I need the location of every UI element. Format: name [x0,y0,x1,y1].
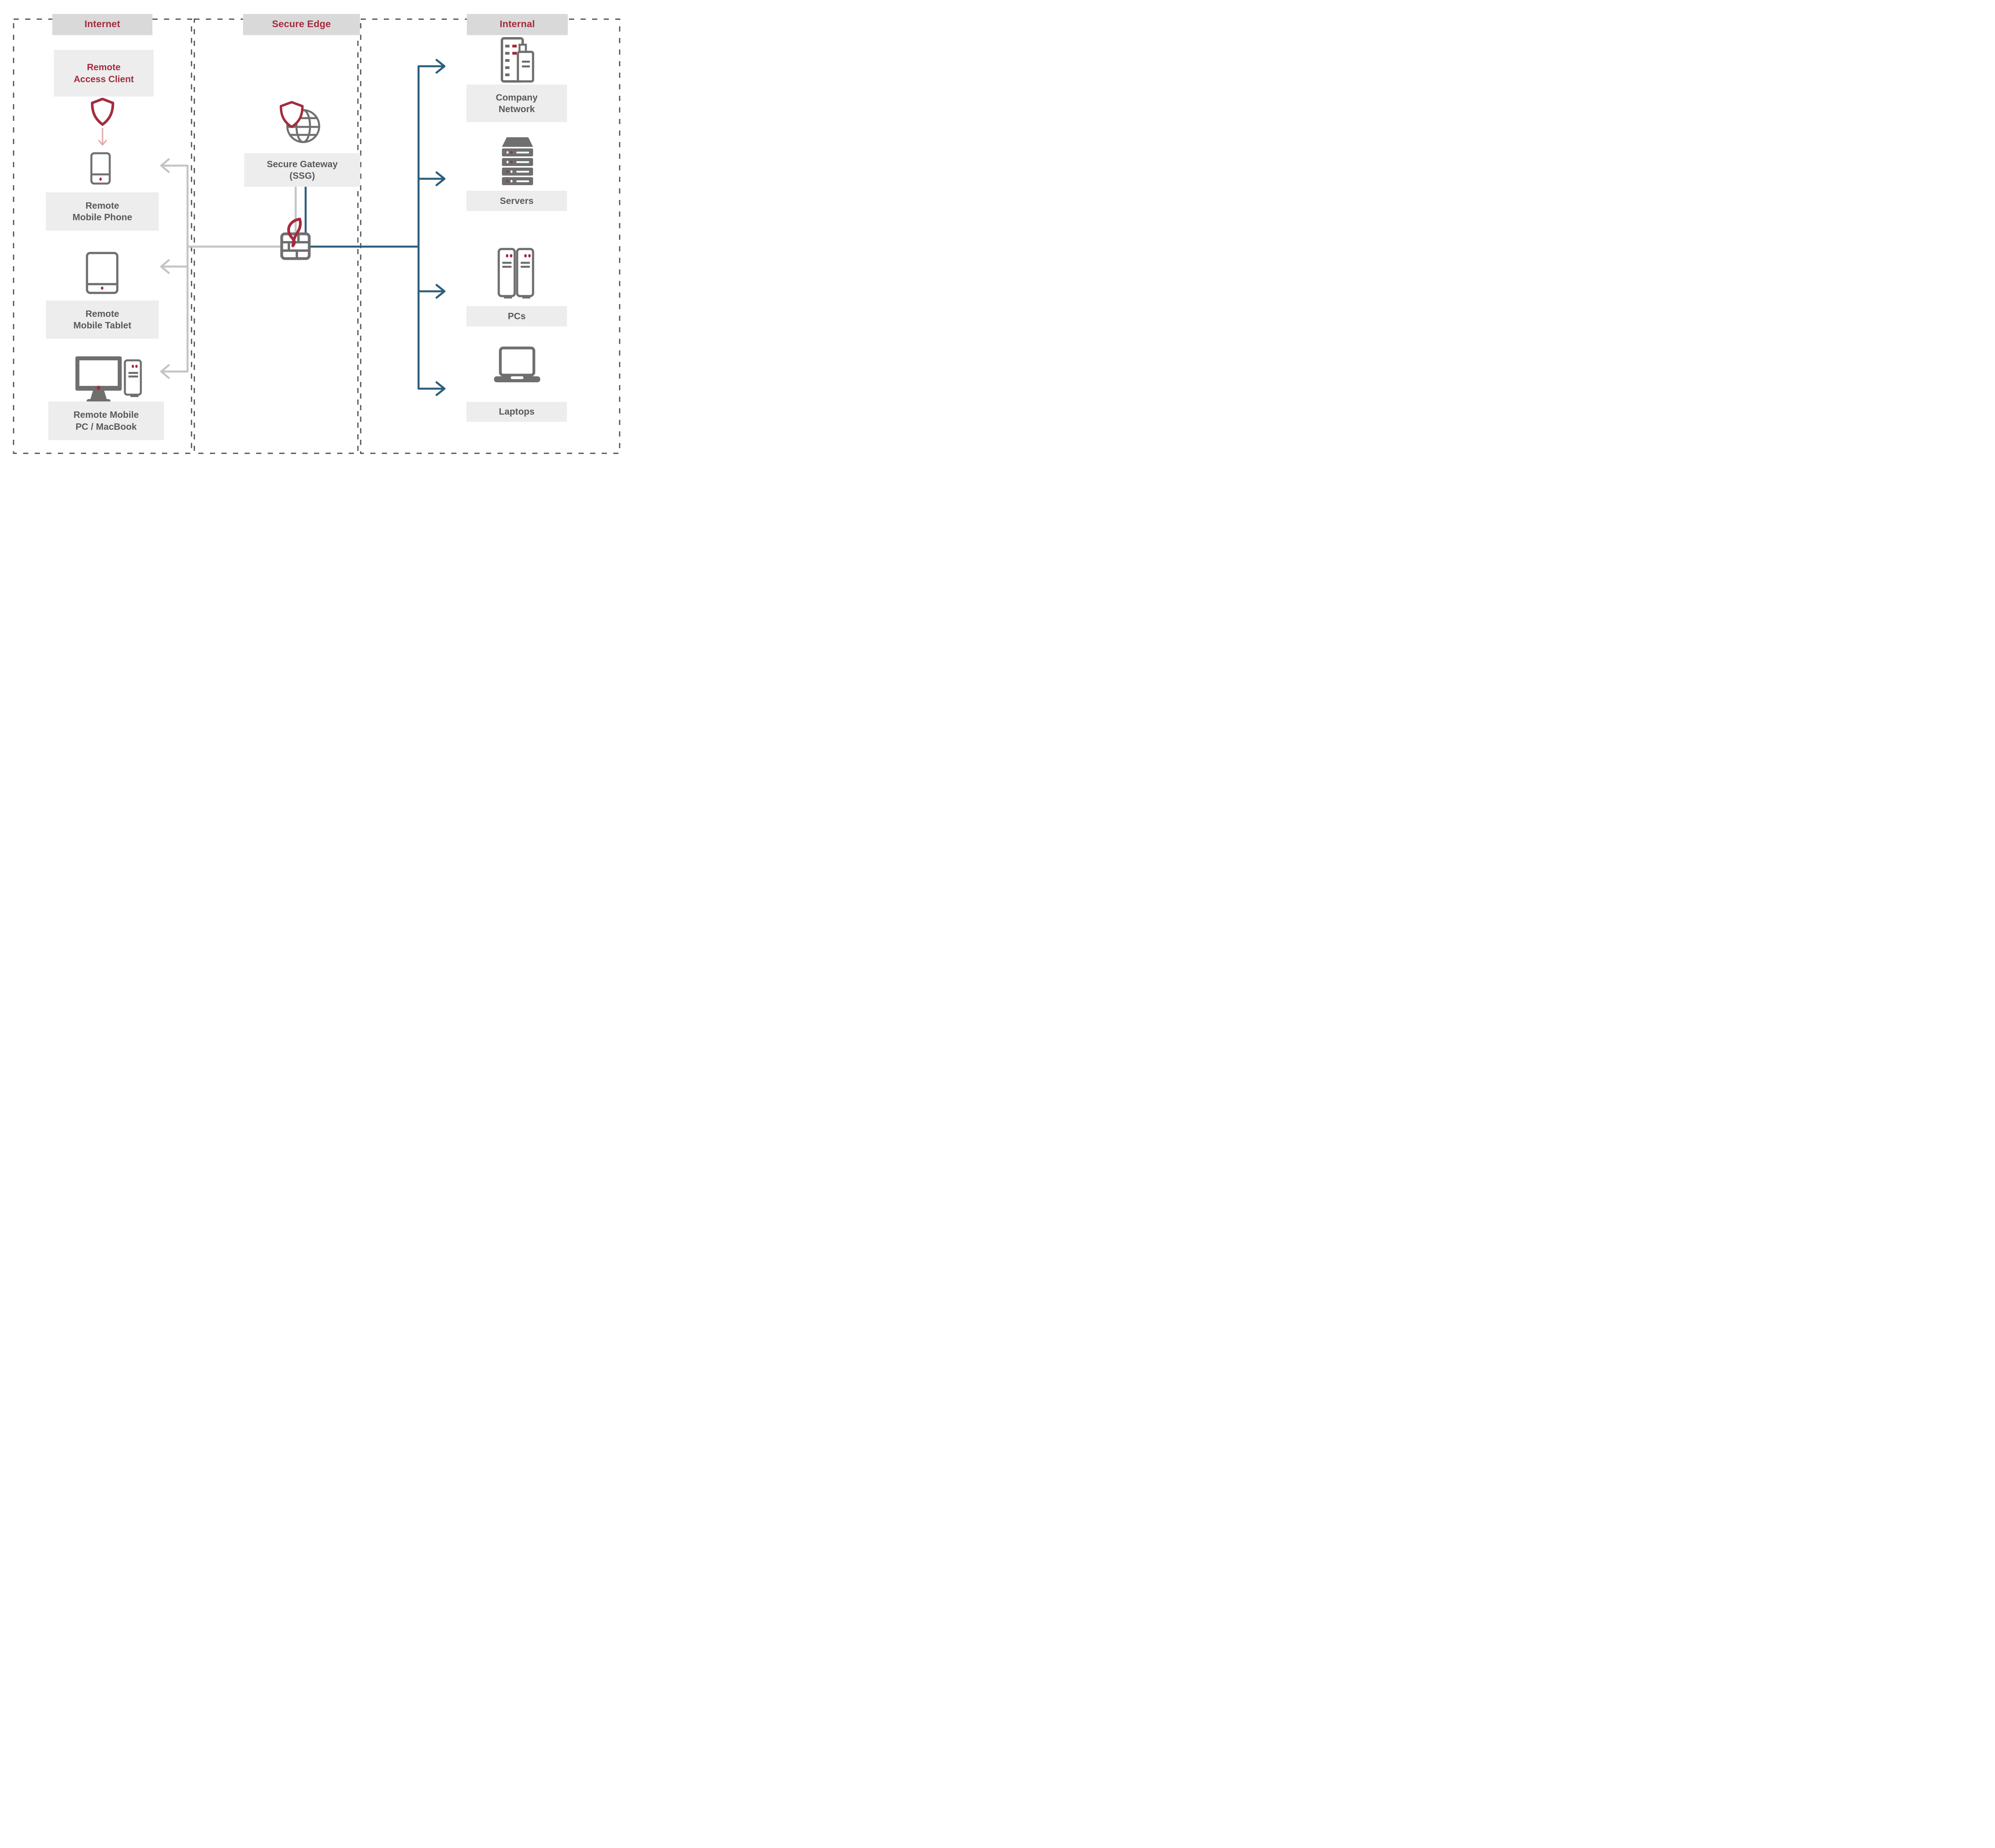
label-servers: Servers [466,191,567,211]
label-remote-mobile-pc: Remote Mobile PC / MacBook [48,401,164,440]
arrowhead-left-pc-icon [160,364,170,379]
label-laptops: Laptops [466,402,567,422]
diagram-graphics [13,18,620,454]
flame-icon [287,217,302,247]
zone-title: Internal [500,19,535,30]
zone-header-internet: Internet [52,14,152,35]
zone-title: Secure Edge [272,19,331,30]
label-secure-gateway: Secure Gateway (SSG) [244,153,360,187]
arrowhead-left-phone-icon [160,158,170,173]
label-remote-mobile-phone: Remote Mobile Phone [46,192,159,231]
label-remote-mobile-tablet: Remote Mobile Tablet [46,300,159,339]
smartphone-icon [90,152,111,185]
laptop-icon [494,346,540,382]
zone-header-internal: Internal [467,14,568,35]
office-building-icon [501,37,534,83]
arrowhead-right-pcs-icon [435,284,446,299]
tower-pc-icon [498,248,534,298]
blue-connector-tree [307,59,446,396]
arrowhead-left-tablet-icon [160,259,170,274]
tablet-icon [86,252,119,294]
label-remote-access-client: Remote Access Client [54,50,154,97]
zone-title: Internet [84,19,120,30]
zone-header-secure-edge: Secure Edge [243,14,360,35]
zone-secure-edge-border [194,18,359,454]
label-company-network: Company Network [466,85,567,122]
shielded-globe-icon [280,101,320,143]
shield-icon [91,97,115,126]
gray-connector-tree [160,158,284,379]
arrowhead-right-company-icon [435,59,446,74]
arrowhead-right-laptops-icon [435,381,446,396]
pink-down-arrow-icon [98,128,107,146]
diagram-canvas: Internet Secure Edge Internal Remote Acc… [0,0,634,462]
label-pcs: PCs [466,306,567,326]
arrowhead-right-servers-icon [435,171,446,186]
zone-internet-border [13,18,192,454]
desktop-pc-icon [75,356,142,403]
server-rack-icon [502,137,533,185]
